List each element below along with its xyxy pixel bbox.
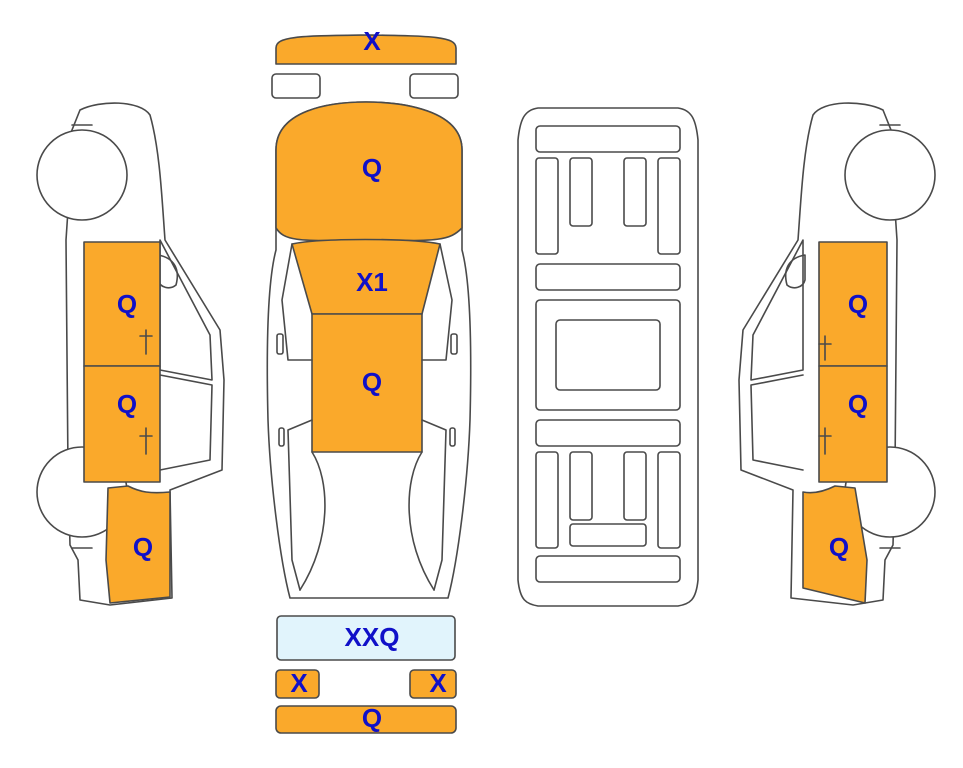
left-front-wheel	[36, 129, 128, 221]
under-rail-left-4	[569, 451, 593, 521]
left-a-pillar	[281, 243, 313, 361]
left-side-view: Q Q Q	[36, 102, 225, 606]
right-rear-window	[750, 374, 804, 471]
left-rear-door-code: Q	[117, 389, 137, 419]
right-rear-quarter-code: Q	[829, 532, 849, 562]
left-front-door-code: Q	[117, 289, 137, 319]
right-c-pillar	[421, 419, 447, 591]
right-a-pillar	[421, 243, 453, 361]
left-rear-window	[159, 374, 213, 471]
top-view: X Q X1 Q XXQ X X Q	[266, 26, 472, 734]
under-cross-2	[535, 419, 681, 447]
rear-bumper-panel	[275, 705, 457, 734]
windshield-code: X1	[356, 267, 388, 297]
left-rear-quarter-panel	[105, 485, 171, 604]
under-cross-1	[535, 263, 681, 291]
right-front-door-code: Q	[848, 289, 868, 319]
left-rear-quarter-code: Q	[133, 532, 153, 562]
under-rail-right-1	[657, 157, 681, 255]
rear-left-lamp-code: X	[290, 668, 308, 698]
roof-code: Q	[362, 367, 382, 397]
rear-left-lamp-panel	[275, 669, 320, 699]
right-window-frame	[750, 239, 804, 381]
left-rear-handle	[278, 427, 285, 447]
under-center-panel	[555, 319, 661, 391]
hood-code: Q	[362, 153, 382, 183]
rear-window	[299, 451, 435, 591]
left-front-door-handle-icon	[139, 329, 153, 355]
under-rear-bar	[569, 523, 647, 547]
right-rear-door-handle-icon	[818, 427, 832, 455]
under-rail-left-3	[535, 451, 559, 549]
rear-bumper-code: Q	[362, 703, 382, 733]
under-rail-right-2	[623, 157, 647, 227]
roof-panel	[311, 313, 423, 453]
right-front-wheel	[844, 129, 936, 221]
front-left-lamp	[271, 73, 321, 99]
left-c-pillar	[287, 419, 313, 591]
under-rail-right-4	[623, 451, 647, 521]
front-bumper-panel	[275, 34, 457, 65]
under-rail-rear	[535, 555, 681, 583]
right-side-mirror	[450, 333, 458, 355]
right-front-door-handle-icon	[818, 335, 832, 361]
left-rear-door-handle-icon	[139, 427, 153, 455]
left-side-mirror	[276, 333, 284, 355]
front-bumper-code: X	[363, 26, 381, 56]
front-right-lamp	[409, 73, 459, 99]
right-rear-handle	[449, 427, 456, 447]
underbody-view	[517, 107, 699, 607]
right-rear-door-code: Q	[848, 389, 868, 419]
trunk-lid-panel	[276, 615, 456, 661]
left-rear-door-panel	[83, 365, 161, 483]
under-rail-left-1	[535, 157, 559, 255]
rear-right-lamp-code: X	[429, 668, 447, 698]
trunk-lid-code: XXQ	[345, 622, 400, 652]
right-side-view: Q Q Q	[738, 102, 936, 606]
right-rear-door-panel	[818, 365, 888, 483]
right-mirror	[784, 254, 806, 289]
under-rail-front	[535, 125, 681, 153]
right-rear-quarter-panel	[802, 485, 868, 604]
left-front-door-panel	[83, 241, 161, 367]
under-rail-right-3	[657, 451, 681, 549]
rear-right-lamp-panel	[409, 669, 457, 699]
under-rail-left-2	[569, 157, 593, 227]
